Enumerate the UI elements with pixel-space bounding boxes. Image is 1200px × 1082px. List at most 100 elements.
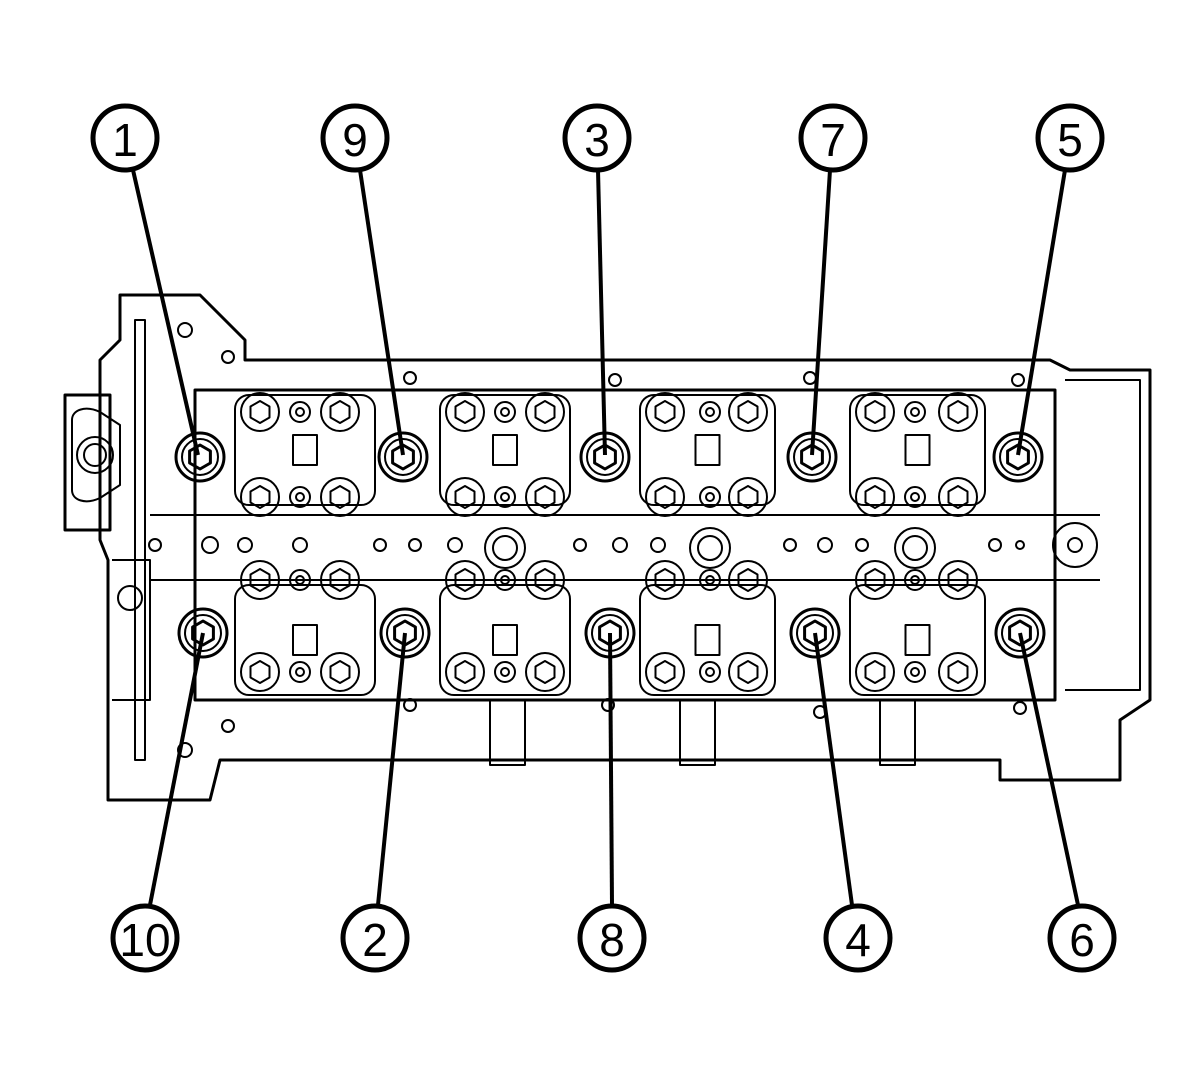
bearing-cap	[639, 584, 776, 696]
cap-bolt-washer	[728, 477, 768, 517]
cap-bolt-washer	[645, 392, 685, 432]
oil-hole	[1015, 540, 1025, 550]
cap-stud	[494, 569, 516, 591]
cap-stud	[910, 492, 920, 502]
cap-bolt-washer	[855, 652, 895, 692]
cap-bolt-hex	[329, 485, 351, 509]
cap-bolt-hex	[654, 660, 676, 684]
callouts-bottom-row: 10 2 8 4 6	[110, 632, 1117, 973]
callout-label: 9	[342, 114, 368, 166]
cap-bolt-hex	[249, 485, 271, 509]
cap-bolt-washer	[320, 392, 360, 432]
cap-stud	[295, 407, 305, 417]
cap-bolt-washer	[445, 477, 485, 517]
head-bolt-flange	[184, 614, 222, 652]
cap-bolt-hex	[864, 660, 886, 684]
callout-label: 7	[820, 114, 846, 166]
cap-bolt-washer	[525, 560, 565, 600]
dowel-hole	[1011, 373, 1025, 387]
callout-circle	[90, 103, 160, 173]
callout-circle	[1035, 103, 1105, 173]
cap-stud	[705, 667, 715, 677]
cap-bolt-hex	[864, 485, 886, 509]
oil-hole	[783, 538, 797, 552]
cap-stud	[904, 661, 926, 683]
cap-slot	[492, 434, 518, 466]
bearing-cap	[639, 394, 776, 506]
leader-line	[1016, 169, 1067, 456]
spark-plug-bore	[689, 527, 731, 569]
cap-stud	[699, 486, 721, 508]
cap-slot	[292, 624, 318, 656]
cap-bolt-washer	[240, 392, 280, 432]
head-bolt-washer	[174, 431, 226, 483]
cap-bolt-washer	[938, 560, 978, 600]
cap-bolt-washer	[938, 652, 978, 692]
spark-plug-bore	[484, 527, 526, 569]
leader-line	[148, 632, 205, 906]
cap-bolt-hex	[534, 660, 556, 684]
cap-stud	[904, 401, 926, 423]
cap-bolt-hex	[534, 568, 556, 592]
spark-plug-bore	[902, 535, 928, 561]
head-bolt-hex	[1006, 443, 1030, 471]
head-bolt-flange	[999, 438, 1037, 476]
cap-bolt-hex	[329, 568, 351, 592]
cap-bolt-hex	[947, 660, 969, 684]
oil-hole	[292, 537, 308, 553]
cap-bolt-hex	[329, 400, 351, 424]
callout-label: 3	[584, 114, 610, 166]
cap-stud	[705, 492, 715, 502]
cap-bolt-washer	[240, 477, 280, 517]
head-bolt-flange	[384, 438, 422, 476]
cap-stud	[699, 661, 721, 683]
cap-stud	[500, 575, 510, 585]
cap-bolt-hex	[947, 485, 969, 509]
cap-bolt-washer	[728, 392, 768, 432]
cap-stud	[500, 407, 510, 417]
bearing-cap	[439, 394, 571, 506]
callout-label: 5	[1057, 114, 1083, 166]
cap-bolt-hex	[654, 400, 676, 424]
callout-circle	[823, 903, 893, 973]
cap-stud	[705, 575, 715, 585]
oil-hole	[988, 538, 1002, 552]
cap-stud	[494, 486, 516, 508]
cap-bolt-hex	[947, 568, 969, 592]
cap-bolt-hex	[864, 568, 886, 592]
cap-bolt-hex	[864, 400, 886, 424]
callout-label: 4	[845, 914, 871, 966]
spark-plug-bore	[697, 535, 723, 561]
head-bolt-flange	[1001, 614, 1039, 652]
cap-stud	[910, 575, 920, 585]
callout-circle	[577, 903, 647, 973]
cap-bolt-hex	[249, 568, 271, 592]
cap-bolt-hex	[654, 485, 676, 509]
cap-stud	[289, 486, 311, 508]
cap-bolt-hex	[737, 400, 759, 424]
callout-label: 2	[362, 914, 388, 966]
oil-hole	[650, 537, 666, 553]
oil-hole	[201, 536, 219, 554]
cap-slot	[904, 624, 931, 656]
cap-bolt-hex	[534, 400, 556, 424]
head-bolt-washer	[177, 607, 229, 659]
cap-bolt-hex	[249, 400, 271, 424]
bearing-cap	[439, 584, 571, 696]
cap-stud	[904, 486, 926, 508]
callout-circle	[798, 103, 868, 173]
cap-bolt-washer	[525, 652, 565, 692]
callout-label: 10	[119, 914, 170, 966]
cap-bolt-washer	[855, 392, 895, 432]
cap-stud	[500, 492, 510, 502]
callout-label: 6	[1069, 914, 1095, 966]
dowel-hole	[221, 719, 235, 733]
dowel-hole	[803, 371, 817, 385]
oil-hole	[408, 538, 422, 552]
cap-bolt-washer	[320, 477, 360, 517]
cap-stud	[289, 661, 311, 683]
cap-bolt-washer	[445, 560, 485, 600]
head-bolt-hex	[188, 443, 212, 471]
oil-hole	[612, 537, 628, 553]
cap-stud	[699, 569, 721, 591]
